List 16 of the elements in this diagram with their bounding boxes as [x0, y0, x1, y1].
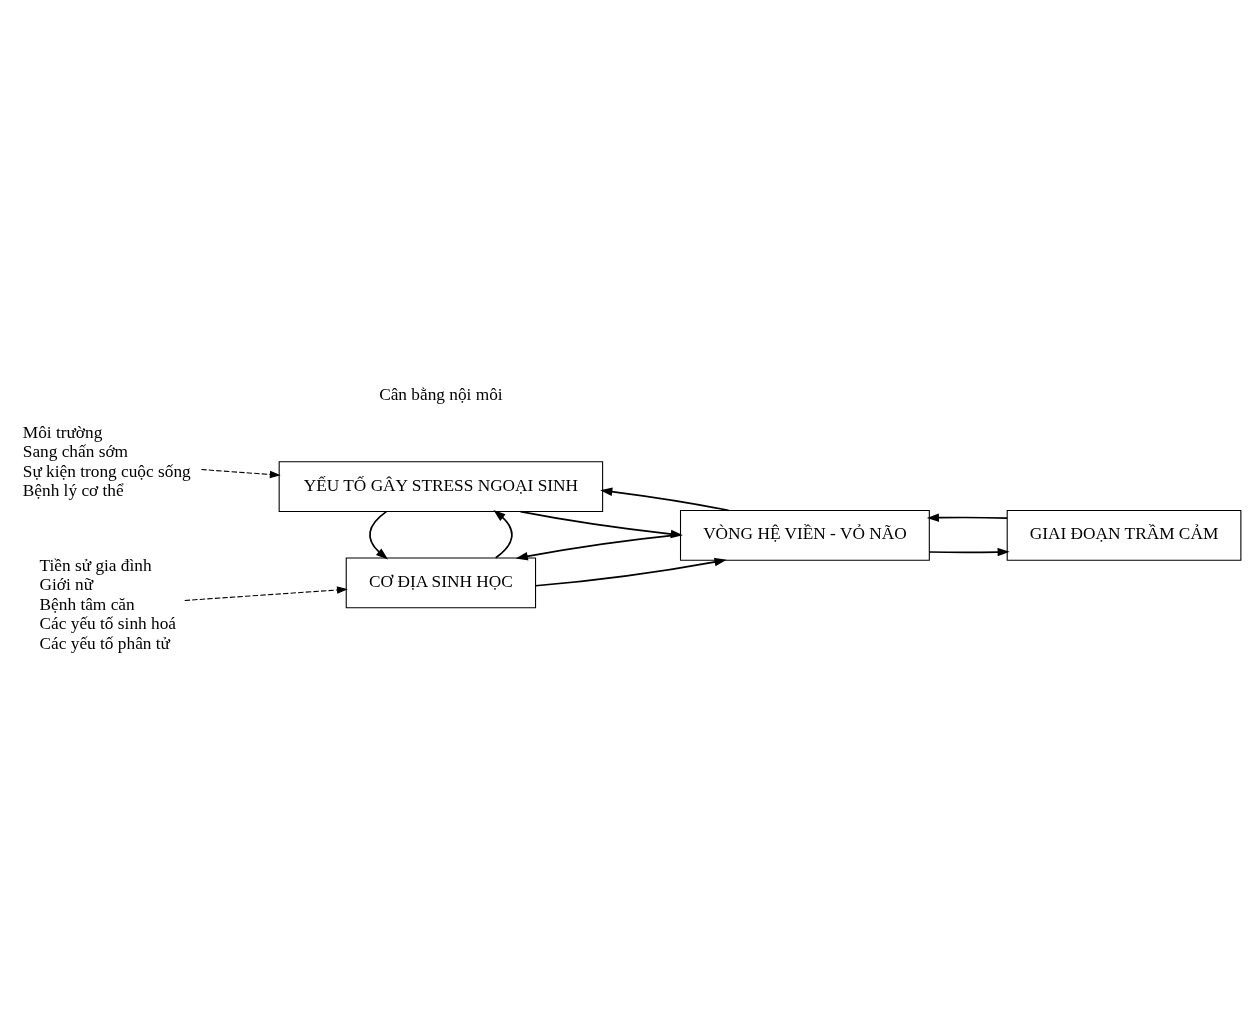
- node-box: YẾU TỐ GÂY STRESS NGOẠI SINH: [278, 460, 604, 512]
- arrow: [369, 510, 389, 559]
- node-text: Tiền sử gia đình Giới nữ Bệnh tâm căn Các yếu tố sinh hoá Các yếu tố phân tử: [39, 555, 176, 653]
- arrow: [534, 557, 727, 587]
- arrow: [928, 547, 1010, 556]
- node-text: Môi trường Sang chấn sớm Sự kiện trong cuộc sống Bệnh lý cơ thể: [22, 422, 191, 500]
- node-box: GIAI ĐOẠN TRẦM CẢM: [1006, 509, 1242, 561]
- arrow: [200, 468, 281, 478]
- arrow: [600, 487, 730, 511]
- arrow: [493, 509, 513, 559]
- node-box: VÒNG HỆ VIỀN - VỎ NÃO: [679, 509, 930, 561]
- node-box: CƠ ĐỊA SINH HỌC: [345, 557, 537, 608]
- arrow: [926, 512, 1008, 522]
- arrow: [184, 585, 348, 601]
- label: Cân bằng nội môi: [379, 384, 503, 404]
- arrow: [519, 510, 683, 538]
